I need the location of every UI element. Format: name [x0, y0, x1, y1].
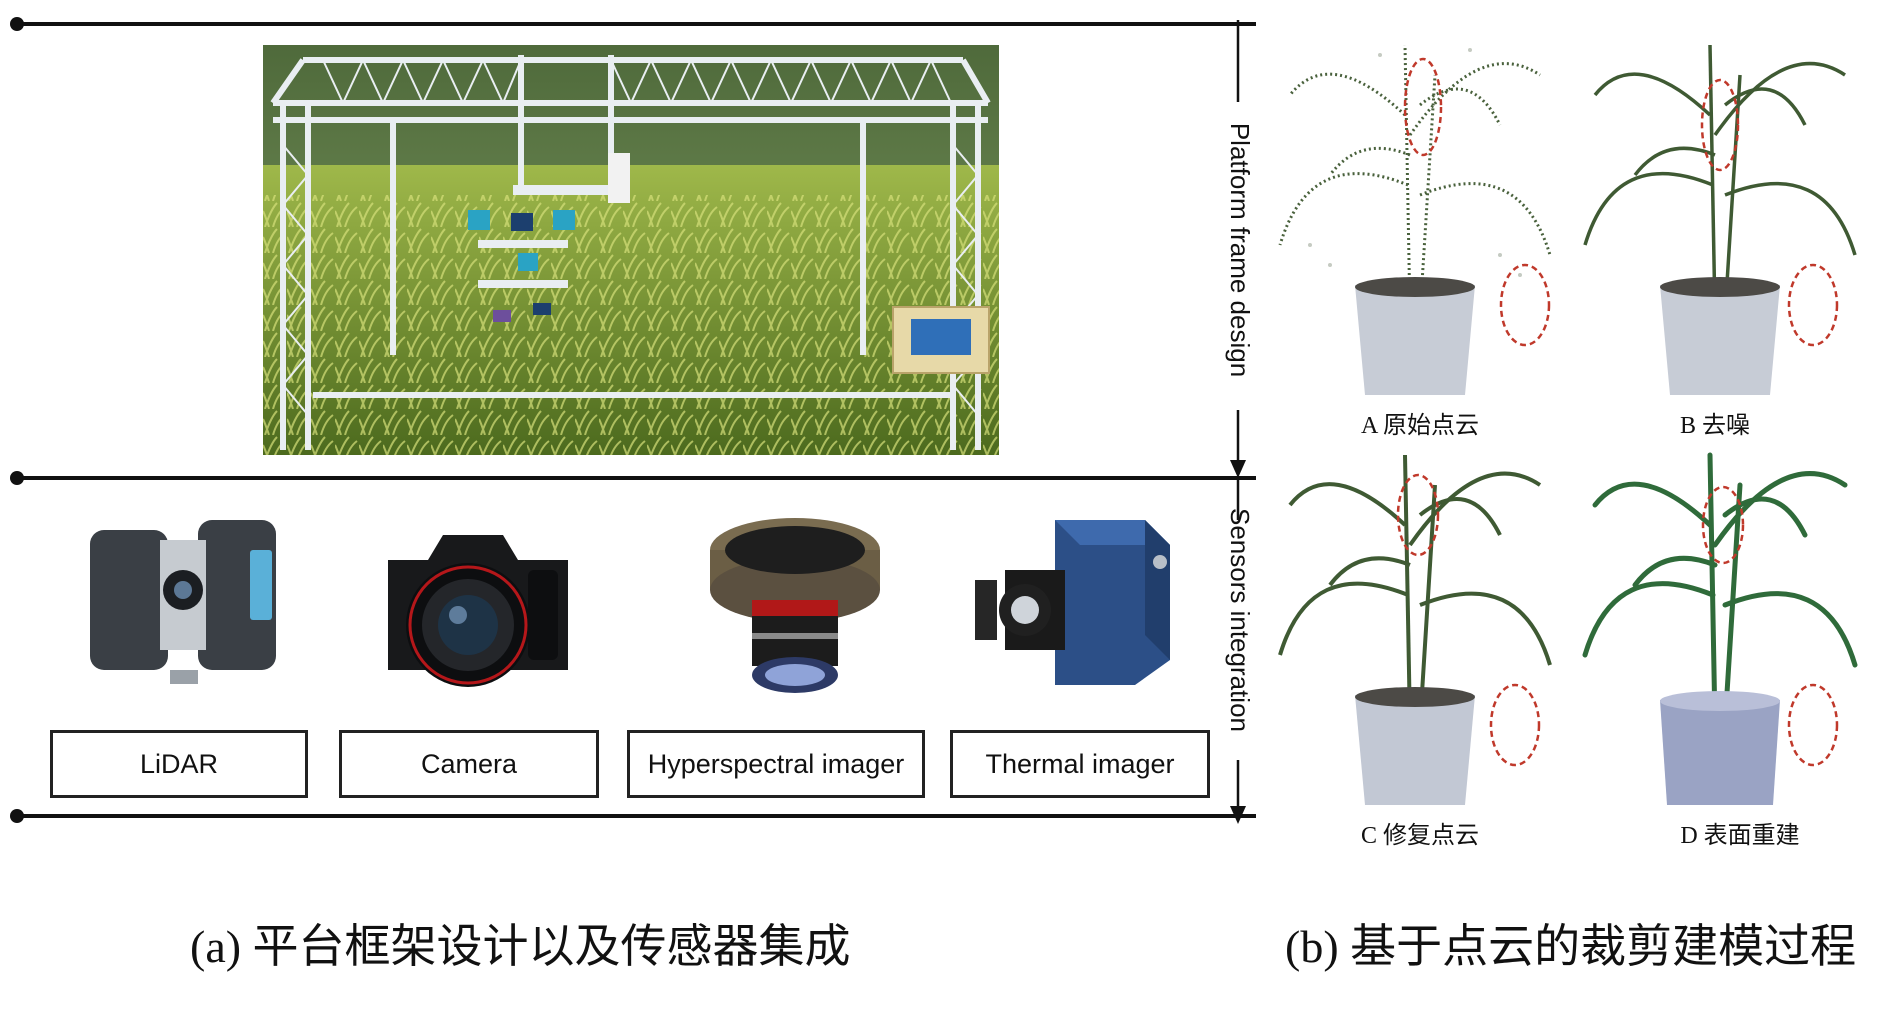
sensor-label-hyperspectral: Hyperspectral imager — [627, 730, 925, 798]
arrow-sensors — [1230, 478, 1246, 824]
rule-bottom — [16, 814, 1256, 818]
arrow-platform — [1230, 20, 1246, 478]
sensor-label-lidar: LiDAR — [50, 730, 308, 798]
plant-caption-c: C 修复点云 — [1360, 823, 1479, 849]
plant-caption-a: A 原始点云 — [1360, 413, 1479, 439]
plant-caption-b: B 去噪 — [1679, 413, 1750, 439]
caption-a: (a) 平台框架设计以及传感器集成 — [190, 921, 851, 972]
camera-device — [388, 535, 568, 687]
plant-a-raw-point-cloud — [1278, 44, 1552, 395]
plant-b-denoised — [1583, 44, 1857, 395]
sensor-label-thermal: Thermal imager — [950, 730, 1210, 798]
rule-middle — [16, 476, 1256, 480]
platform-illustration — [263, 45, 999, 455]
gantry-frame — [270, 55, 991, 450]
caption-b: (b) 基于点云的裁剪建模过程 — [1285, 921, 1857, 972]
plant-caption-d: D 表面重建 — [1680, 823, 1800, 849]
plant-d-surface-reconstruction — [1582, 452, 1858, 805]
flow-arrows — [1230, 20, 1246, 824]
hyperspectral-device — [710, 518, 880, 693]
rule-top — [16, 22, 1256, 26]
label-platform-frame-design: Platform frame design — [1225, 122, 1255, 378]
plant-c-repaired-point-cloud — [1278, 454, 1552, 805]
label-sensors-integration: Sensors integration — [1225, 507, 1255, 733]
lidar-device — [90, 520, 276, 684]
thermal-device — [975, 520, 1170, 685]
sensor-label-camera: Camera — [339, 730, 599, 798]
